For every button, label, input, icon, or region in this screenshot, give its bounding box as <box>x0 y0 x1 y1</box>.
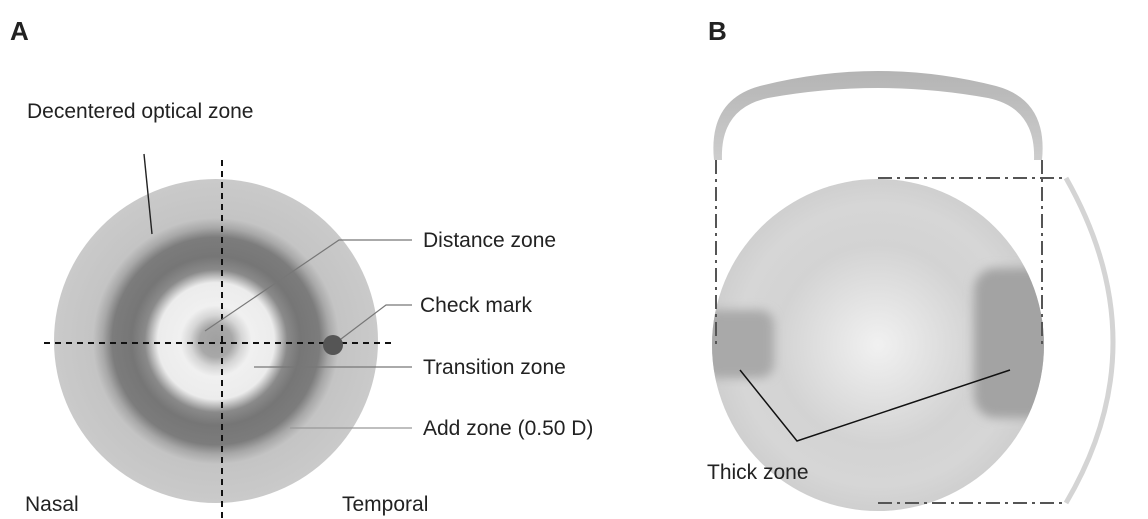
side-arc <box>1063 176 1116 505</box>
check-mark-leader <box>340 304 412 340</box>
thick-zone-left <box>712 310 774 378</box>
lens-a-disc <box>54 179 378 503</box>
check-mark-label: Check mark <box>420 294 533 317</box>
optical-zone-label: Decentered optical zone <box>27 100 253 123</box>
projection-lines <box>715 160 1066 504</box>
transition-zone-label: Transition zone <box>423 356 566 379</box>
temporal-label: Temporal <box>342 493 428 516</box>
thick-zone-leader <box>739 369 1011 442</box>
lens-b-disc <box>712 179 1044 511</box>
panel-a-lens <box>54 179 378 503</box>
thick-zone-label: Thick zone <box>707 461 809 484</box>
thick-zone-right <box>974 268 1044 418</box>
panel-a-letter: A <box>10 16 29 46</box>
add-zone-label: Add zone (0.50 D) <box>423 417 593 440</box>
nasal-label: Nasal <box>25 493 79 516</box>
top-cap <box>713 71 1043 160</box>
panel-b-letter: B <box>708 16 727 46</box>
check-mark-dot <box>323 335 343 355</box>
distance-zone-label: Distance zone <box>423 229 556 252</box>
optical-zone-leader <box>143 153 153 235</box>
distance-zone-leader <box>204 239 412 332</box>
